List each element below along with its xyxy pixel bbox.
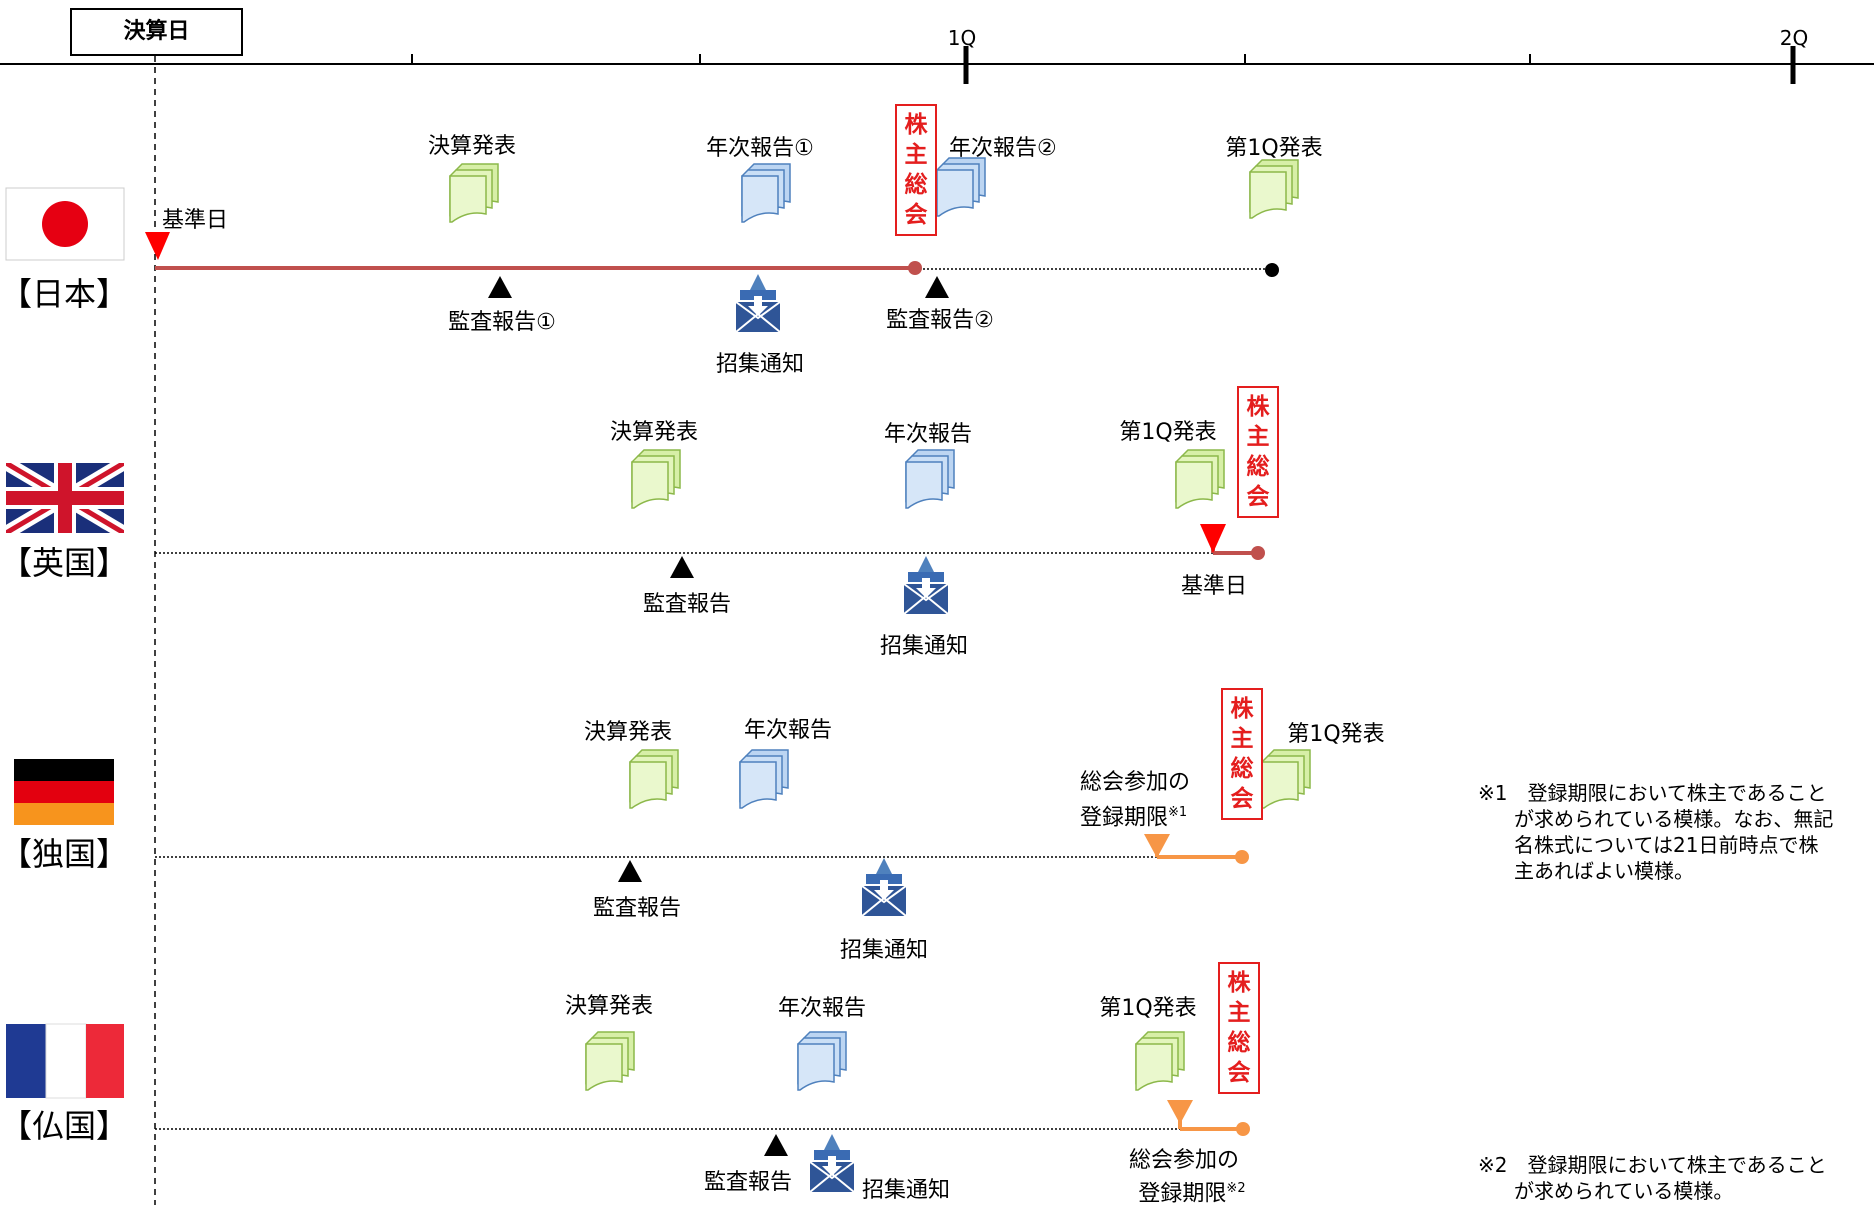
uk-earnings-label: 決算発表 <box>609 420 699 445</box>
uk-annual-report-label: 年次報告 <box>883 422 973 447</box>
japan-annual-report-1-label: 年次報告① <box>706 136 814 161</box>
uk-audit-label: 監査報告 <box>642 592 732 617</box>
germany-audit-label: 監査報告 <box>592 896 682 921</box>
germany-registration-line2: 登録期限※1 <box>1080 805 1188 831</box>
japan-annual-report-2-label: 年次報告② <box>949 136 1057 161</box>
japan-audit-1-label: 監査報告① <box>448 310 556 335</box>
germany-flag-icon <box>14 759 114 825</box>
france-audit-label: 監査報告 <box>703 1170 793 1195</box>
france-registration-line1: 総会参加の <box>1128 1148 1240 1173</box>
germany-earnings-label: 決算発表 <box>583 720 673 745</box>
japan-audit-2-label: 監査報告② <box>886 308 994 333</box>
country-label-germany: 【独国】 <box>0 835 129 873</box>
germany-registration-mark: ※1 <box>1168 805 1188 820</box>
france-earnings-label: 決算発表 <box>564 994 654 1019</box>
japan-notice-label: 招集通知 <box>715 352 805 377</box>
decision-day-label: 決算日 <box>70 8 243 56</box>
germany-agm-box: 株主総会 <box>1221 688 1263 820</box>
france-q1-release-label: 第1Q発表 <box>1099 996 1197 1021</box>
country-label-uk: 【英国】 <box>0 544 129 582</box>
france-registration-mark: ※2 <box>1226 1181 1246 1196</box>
germany-notice-label: 招集通知 <box>839 938 929 963</box>
q1-label: 1Q <box>947 26 977 50</box>
footnote-1: ※1 登録期限において株主であること が求められている模様。なお、無記 名株式に… <box>1478 781 1834 883</box>
uk-q1-release-label: 第1Q発表 <box>1119 420 1217 445</box>
germany-registration-line1: 総会参加の <box>1080 770 1191 795</box>
france-agm-box: 株主総会 <box>1218 962 1260 1094</box>
japan-q1-release-label: 第1Q発表 <box>1225 136 1323 161</box>
france-annual-report-label: 年次報告 <box>777 996 867 1021</box>
uk-record-date-label: 基準日 <box>1180 574 1248 599</box>
registration-deadline-marker-icon <box>1167 1100 1193 1124</box>
record-date-marker-icon <box>1200 524 1226 553</box>
germany-q1-release-label: 第1Q発表 <box>1287 722 1385 747</box>
q2-label: 2Q <box>1779 26 1809 50</box>
uk-flag-icon <box>6 463 124 533</box>
footnote-2: ※2 登録期限において株主であること が求められている模様。 <box>1478 1153 1827 1203</box>
japan-earnings-label: 決算発表 <box>427 134 517 159</box>
registration-deadline-marker-icon <box>1144 834 1170 858</box>
record-date-marker-icon <box>145 232 170 260</box>
france-notice-label: 招集通知 <box>862 1178 951 1203</box>
country-label-japan: 【日本】 <box>0 275 129 313</box>
japan-flag-icon <box>5 187 125 261</box>
uk-agm-box: 株主総会 <box>1237 386 1279 518</box>
germany-annual-report-label: 年次報告 <box>743 718 833 743</box>
country-label-france: 【仏国】 <box>0 1107 129 1145</box>
uk-notice-label: 招集通知 <box>879 634 969 659</box>
japan-record-date-label: 基準日 <box>162 208 229 233</box>
france-registration-line2: 登録期限※2 <box>1138 1181 1246 1207</box>
france-flag-icon <box>6 1023 124 1099</box>
japan-agm-box: 株主総会 <box>895 104 937 236</box>
